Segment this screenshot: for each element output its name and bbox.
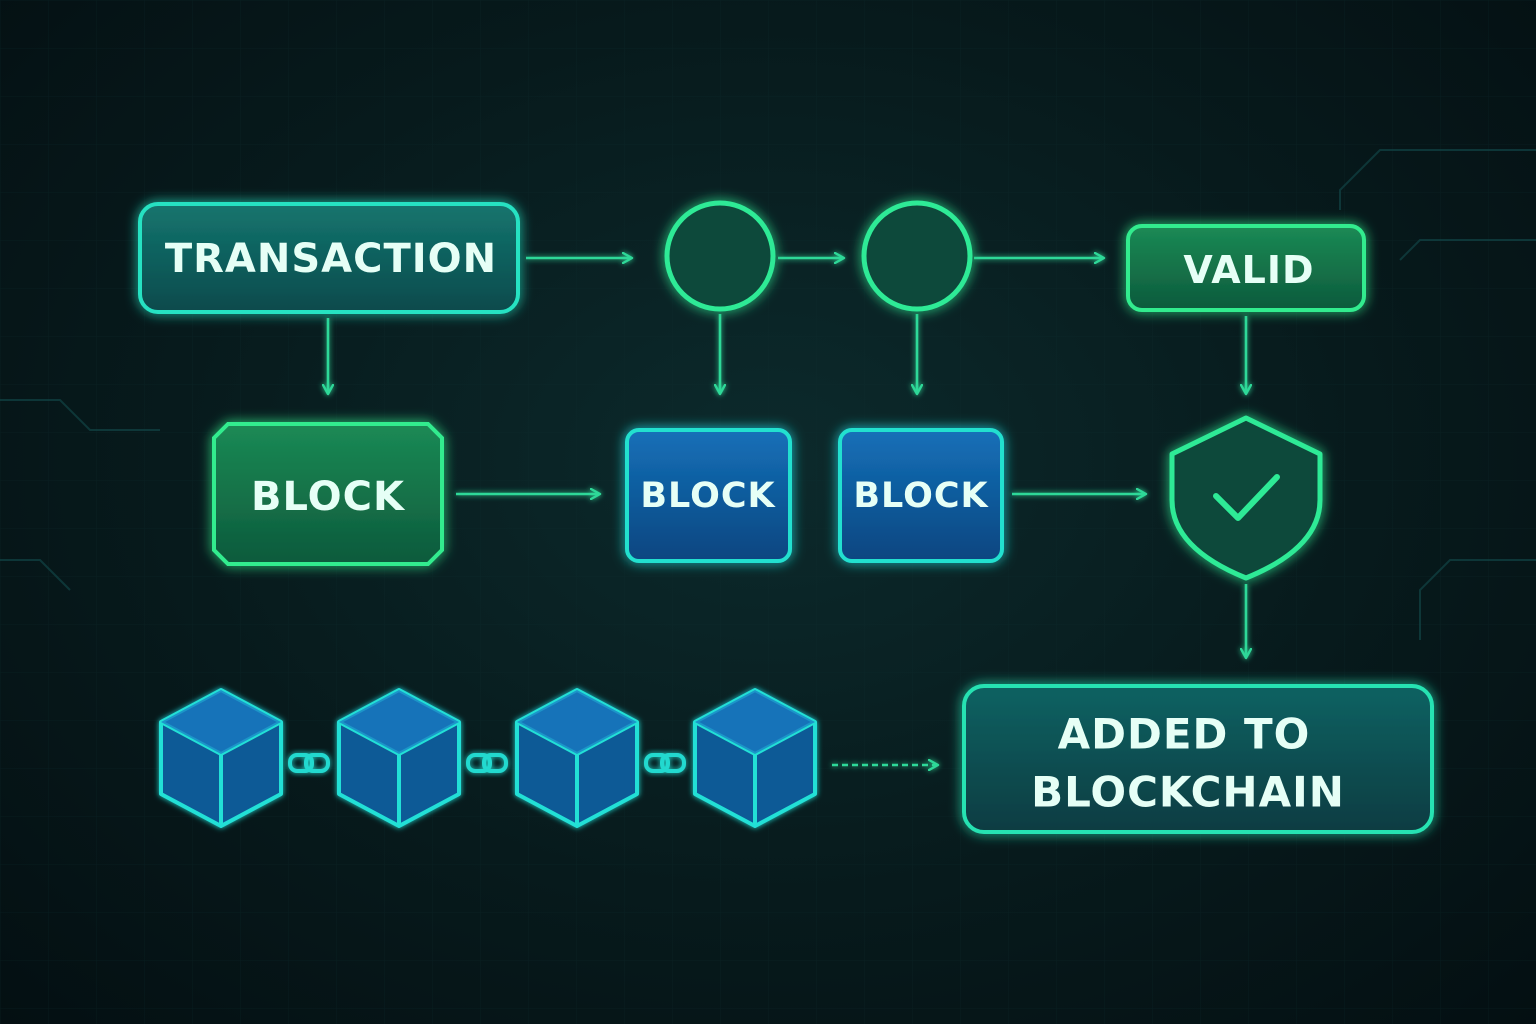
added-label-line1: ADDED TO [1058,710,1311,759]
connectors [328,258,1246,765]
transaction-label: TRANSACTION [165,236,497,282]
valid-label: VALID [1183,248,1314,292]
block-3-node: BLOCK [838,428,1004,563]
block-3-label: BLOCK [853,476,989,516]
block-2-node: BLOCK [625,428,792,563]
added-to-blockchain-node: ADDED TO BLOCKCHAIN [962,684,1434,834]
cube-4 [693,688,817,828]
process-node-1 [664,200,776,312]
cube-3 [515,688,639,828]
chain-links [288,753,686,773]
process-node-2 [861,200,973,312]
added-label-line2: BLOCKCHAIN [1031,768,1345,817]
circuit-lines [0,149,1536,640]
cube-1 [159,688,283,828]
chained-cubes-icon [159,688,817,828]
valid-node: VALID [1126,224,1366,312]
block-main-label: BLOCK [251,474,406,520]
block-main-node: BLOCK [212,422,444,566]
transaction-node: TRANSACTION [138,202,520,314]
block-2-label: BLOCK [640,476,776,516]
shield-check-icon [1169,415,1323,581]
cube-2 [337,688,461,828]
